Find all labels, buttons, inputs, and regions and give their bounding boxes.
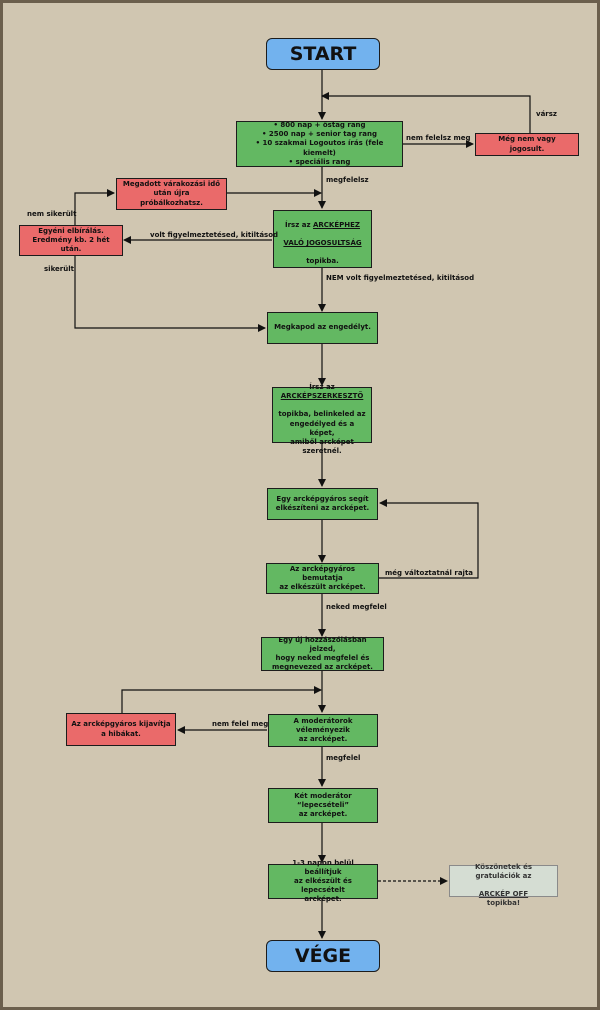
requirements-text: • 800 nap + őstag rang • 2500 nap + seni… — [255, 121, 384, 166]
maker-fixes-text: Az arcképgyáros kijavítja a hibákat. — [71, 720, 171, 738]
mods-approve-text: Két moderátor “lepecsételi” az arcképet. — [294, 791, 352, 819]
arrow-notyet-wait-loop — [321, 92, 531, 133]
editor-topic-box: Írsz az ARCKÉPSZERKESZTŐ topikba, belink… — [272, 383, 372, 455]
label-sikerult: sikerült — [44, 265, 74, 273]
eligibility-suffix: topikba. — [306, 257, 339, 266]
arrow-review-to-permission — [74, 256, 266, 332]
maker-presents-box: Az arcképgyáros bemutatja az elkészült a… — [266, 563, 379, 594]
thanks-suffix: topikba! — [486, 899, 521, 908]
start-label: START — [289, 42, 357, 65]
label-megfelel: megfelel — [326, 754, 361, 762]
thanks-box: Köszönetek és gratulációk az ARCKÉP OFF … — [449, 862, 558, 907]
end-label: VÉGE — [294, 944, 352, 967]
label-megfelelsz: megfelelsz — [326, 176, 369, 184]
requirements-box: • 800 nap + őstag rang • 2500 nap + seni… — [236, 121, 403, 167]
permission-text: Megkapod az engedélyt. — [274, 323, 371, 332]
label-varsz: vársz — [536, 110, 557, 118]
set-portrait-text: 1-3 napon belül beállítjuk az elkészült … — [292, 858, 354, 904]
arrow-review-to-waiting — [74, 189, 115, 225]
label-volt-figyelmeztetesed: volt figyelmeztetésed, kitiltásod — [150, 231, 279, 239]
start-node: START — [266, 38, 380, 70]
label-nem-sikerult: nem sikerült — [27, 210, 77, 218]
eligibility-link-part2[interactable]: VALÓ JOGOSULTSÁG — [283, 239, 362, 247]
new-post-box: Egy új hozzászólásban jelzed, hogy neked… — [261, 635, 384, 672]
arrow-fixes-loop — [121, 686, 322, 713]
eligibility-topic-box: Írsz az ARCKÉPHEZ VALÓ JOGOSULTSÁG topik… — [273, 210, 372, 268]
eligibility-link-part1[interactable]: ARCKÉPHEZ — [312, 220, 360, 229]
eligibility-prefix: Írsz az — [285, 220, 313, 229]
permission-box: Megkapod az engedélyt. — [267, 312, 378, 344]
individual-review-text: Egyéni elbírálás. Eredmény kb. 2 hét utá… — [32, 226, 110, 254]
label-meg-valtoztatnal: még változtatnál rajta — [385, 569, 474, 577]
editor-suffix: topikba, belinkeled az engedélyed és a k… — [278, 410, 366, 455]
maker-presents-text: Az arcképgyáros bemutatja az elkészült a… — [279, 564, 366, 592]
mods-review-box: A moderátorok véleményezik az arcképet. — [268, 714, 378, 747]
label-nem-felelsz-meg: nem felelsz meg — [406, 134, 471, 142]
label-nem-felel-meg: nem felel meg — [212, 720, 269, 728]
not-eligible-box: Még nem vagy jogosult. — [475, 133, 579, 156]
mods-approve-box: Két moderátor “lepecsételi” az arcképet. — [268, 788, 378, 823]
thanks-text: Köszönetek és gratulációk az — [475, 862, 532, 880]
label-nem-volt-figyelmeztetesed: NEM volt figyelmeztetésed, kitiltásod — [326, 274, 475, 282]
label-neked-megfelel: neked megfelel — [326, 603, 387, 611]
new-post-text: Egy új hozzászólásban jelzed, hogy neked… — [272, 635, 373, 672]
end-node: VÉGE — [266, 940, 380, 972]
maker-helps-text: Egy arcképgyáros segít elkészíteni az ar… — [275, 494, 370, 512]
arckep-off-link[interactable]: ARCKÉP OFF — [478, 890, 529, 899]
mods-review-text: A moderátorok véleményezik az arcképet. — [293, 716, 353, 744]
editor-prefix: Írsz az — [309, 383, 335, 392]
not-eligible-text: Még nem vagy jogosult. — [498, 135, 556, 153]
editor-topic-link[interactable]: ARCKÉPSZERKESZTŐ — [280, 392, 364, 401]
arrow-presents-change-loop — [379, 499, 479, 579]
set-portrait-box: 1-3 napon belül beállítjuk az elkészült … — [268, 859, 378, 903]
individual-review-box: Egyéni elbírálás. Eredmény kb. 2 hét utá… — [19, 225, 123, 256]
maker-helps-box: Egy arcképgyáros segít elkészíteni az ar… — [267, 488, 378, 520]
retry-wait-text: Megadott várakozási idő után újra próbál… — [122, 180, 221, 207]
retry-wait-box: Megadott várakozási idő után újra próbál… — [116, 178, 227, 210]
maker-fixes-box: Az arcképgyáros kijavítja a hibákat. — [66, 713, 176, 746]
